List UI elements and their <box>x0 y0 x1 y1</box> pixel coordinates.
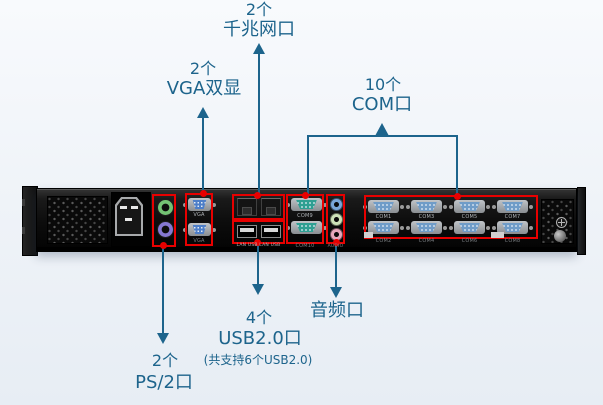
com-port-10 <box>286 221 322 234</box>
ac-pin <box>131 206 138 209</box>
right-com-highlight-box <box>364 195 538 239</box>
arrow-down-icon <box>157 333 169 344</box>
rack-ear-slot <box>22 199 25 206</box>
hex-bolt <box>554 230 566 242</box>
ground-screw-icon <box>556 217 567 228</box>
ac-pin <box>125 218 132 221</box>
com-label: COM5 <box>461 214 478 220</box>
vent-grille-left <box>47 196 108 244</box>
annotation-com-label: COM口 <box>351 94 413 115</box>
rack-ear-slot <box>22 227 25 234</box>
com-port-4 <box>406 221 442 234</box>
highlight-dot-ps2 <box>160 242 167 249</box>
usb-port-2 <box>261 225 281 238</box>
annotation-vga-label: VGA双显 <box>166 78 242 99</box>
highlight-dot-lan <box>254 192 261 199</box>
arrow-down-icon <box>252 284 264 295</box>
annotation-usb-count: 4个 <box>245 308 273 327</box>
highlight-dot-audio <box>333 239 340 246</box>
com-port-9 <box>286 198 322 211</box>
audio-line-in-jack <box>330 198 343 211</box>
usb-port-1 <box>237 225 257 238</box>
annotation-com-count: 10个 <box>364 75 402 94</box>
highlight-dot-right-com <box>454 193 461 200</box>
lan-port-1 <box>237 198 257 216</box>
annotation-line-gigabit <box>258 52 260 194</box>
com-label: COM3 <box>418 214 435 220</box>
vga-port-label: VGA <box>193 238 205 244</box>
com-label: COM8 <box>504 238 521 244</box>
annotation-gigabit-label: 千兆网口 <box>223 19 295 40</box>
com-port-8 <box>492 221 528 234</box>
com-port-6 <box>449 221 485 234</box>
annotation-vga-count: 2个 <box>189 59 217 78</box>
ac-pin <box>120 206 127 209</box>
annotation-usb-note: (共支持6个USB2.0) <box>203 353 313 367</box>
lan-port-2 <box>261 198 281 216</box>
arrow-up-icon <box>375 123 389 136</box>
ps2-highlight-box <box>152 194 176 247</box>
sticker-tag <box>491 232 504 238</box>
vga-port-label: VGA <box>193 212 205 218</box>
annotation-line-vga <box>202 116 204 193</box>
annotation-ps2-label: PS/2口 <box>135 372 193 393</box>
annotation-line-ps2 <box>162 247 164 334</box>
com-port-5 <box>449 200 485 213</box>
highlight-dot-mid-com <box>302 192 309 199</box>
com-port-3 <box>406 200 442 213</box>
com-label: COM4 <box>418 238 435 244</box>
lan-usb-silkscreen: LAN USB LAN USB <box>236 243 281 248</box>
audio-silkscreen: AUDIO <box>327 244 344 249</box>
ps2-mouse-port <box>157 199 174 216</box>
arrow-up-icon <box>197 107 209 118</box>
com-label: COM2 <box>375 238 392 244</box>
audio-highlight-box <box>326 194 345 244</box>
annotation-audio-label: 音频口 <box>310 300 364 321</box>
arrow-up-icon <box>253 43 265 54</box>
com-label: COM6 <box>461 238 478 244</box>
mid-com-highlight-box <box>286 194 324 244</box>
annotation-usb-label: USB2.0口 <box>218 328 302 349</box>
audio-line-out-jack <box>330 213 343 226</box>
sticker-tag <box>364 232 373 238</box>
annotation-ps2-count: 2个 <box>151 351 179 370</box>
com-bracket <box>307 135 458 198</box>
com-label: COM7 <box>504 214 521 220</box>
ps2-keyboard-port <box>157 221 174 238</box>
annotation-line-audio <box>335 244 337 288</box>
com10-label: COM10 <box>295 243 315 249</box>
com-label: COM1 <box>375 214 392 220</box>
annotation-gigabit-count: 2个 <box>245 0 273 19</box>
highlight-dot-vga <box>200 190 207 197</box>
com-port-7 <box>492 200 528 213</box>
vga-highlight-box <box>185 193 213 246</box>
com9-label: COM9 <box>297 213 313 219</box>
arrow-down-icon <box>330 287 342 298</box>
rack-ear-right <box>577 187 586 255</box>
annotation-line-usb <box>257 244 259 285</box>
ac-power-inlet <box>115 197 143 236</box>
highlight-dot-usb <box>254 239 261 246</box>
ac-power-inlet-face <box>117 199 141 234</box>
